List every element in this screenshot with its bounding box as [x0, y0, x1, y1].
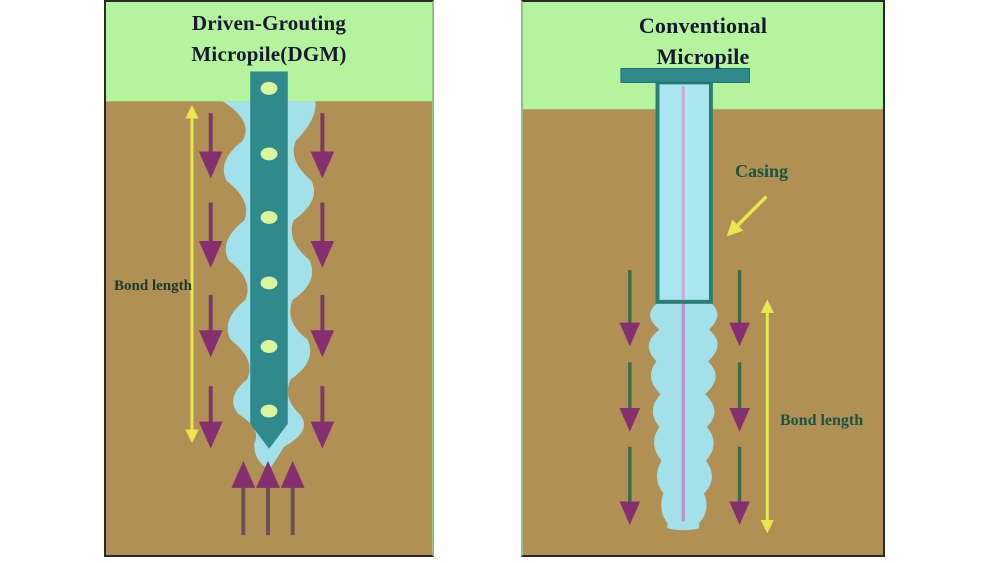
pile-shaft — [250, 71, 288, 449]
grout-hole — [260, 276, 278, 290]
conventional-drawing — [523, 2, 883, 555]
grout-hole — [260, 404, 278, 418]
dgm-title-line1: Driven-Grouting — [191, 11, 347, 35]
casing-pointer-arrow — [726, 195, 768, 237]
dgm-panel: Driven-Grouting Micropile(DGM) Bond leng… — [104, 0, 434, 557]
bond-length-label: Bond length — [114, 278, 192, 294]
bond-length-label: Bond length — [780, 412, 864, 429]
dgm-drawing — [106, 2, 432, 555]
conventional-title-line1: Conventional — [638, 13, 768, 38]
conventional-panel-title: Conventional Micropile — [523, 10, 883, 72]
dgm-panel-title: Driven-Grouting Micropile(DGM) — [106, 8, 432, 70]
pile-cap — [620, 68, 750, 83]
end-bearing-arrows — [231, 460, 305, 536]
grout-hole — [260, 81, 278, 95]
grout-hole — [260, 147, 278, 161]
grout-hole — [260, 210, 278, 224]
conventional-panel: Conventional Micropile Casing Bond lengt… — [521, 0, 885, 557]
casing-label: Casing — [735, 161, 789, 181]
grout-hole — [260, 340, 278, 353]
conventional-title-line2: Micropile — [656, 44, 750, 69]
dgm-title-line2: Micropile(DGM) — [191, 42, 347, 66]
